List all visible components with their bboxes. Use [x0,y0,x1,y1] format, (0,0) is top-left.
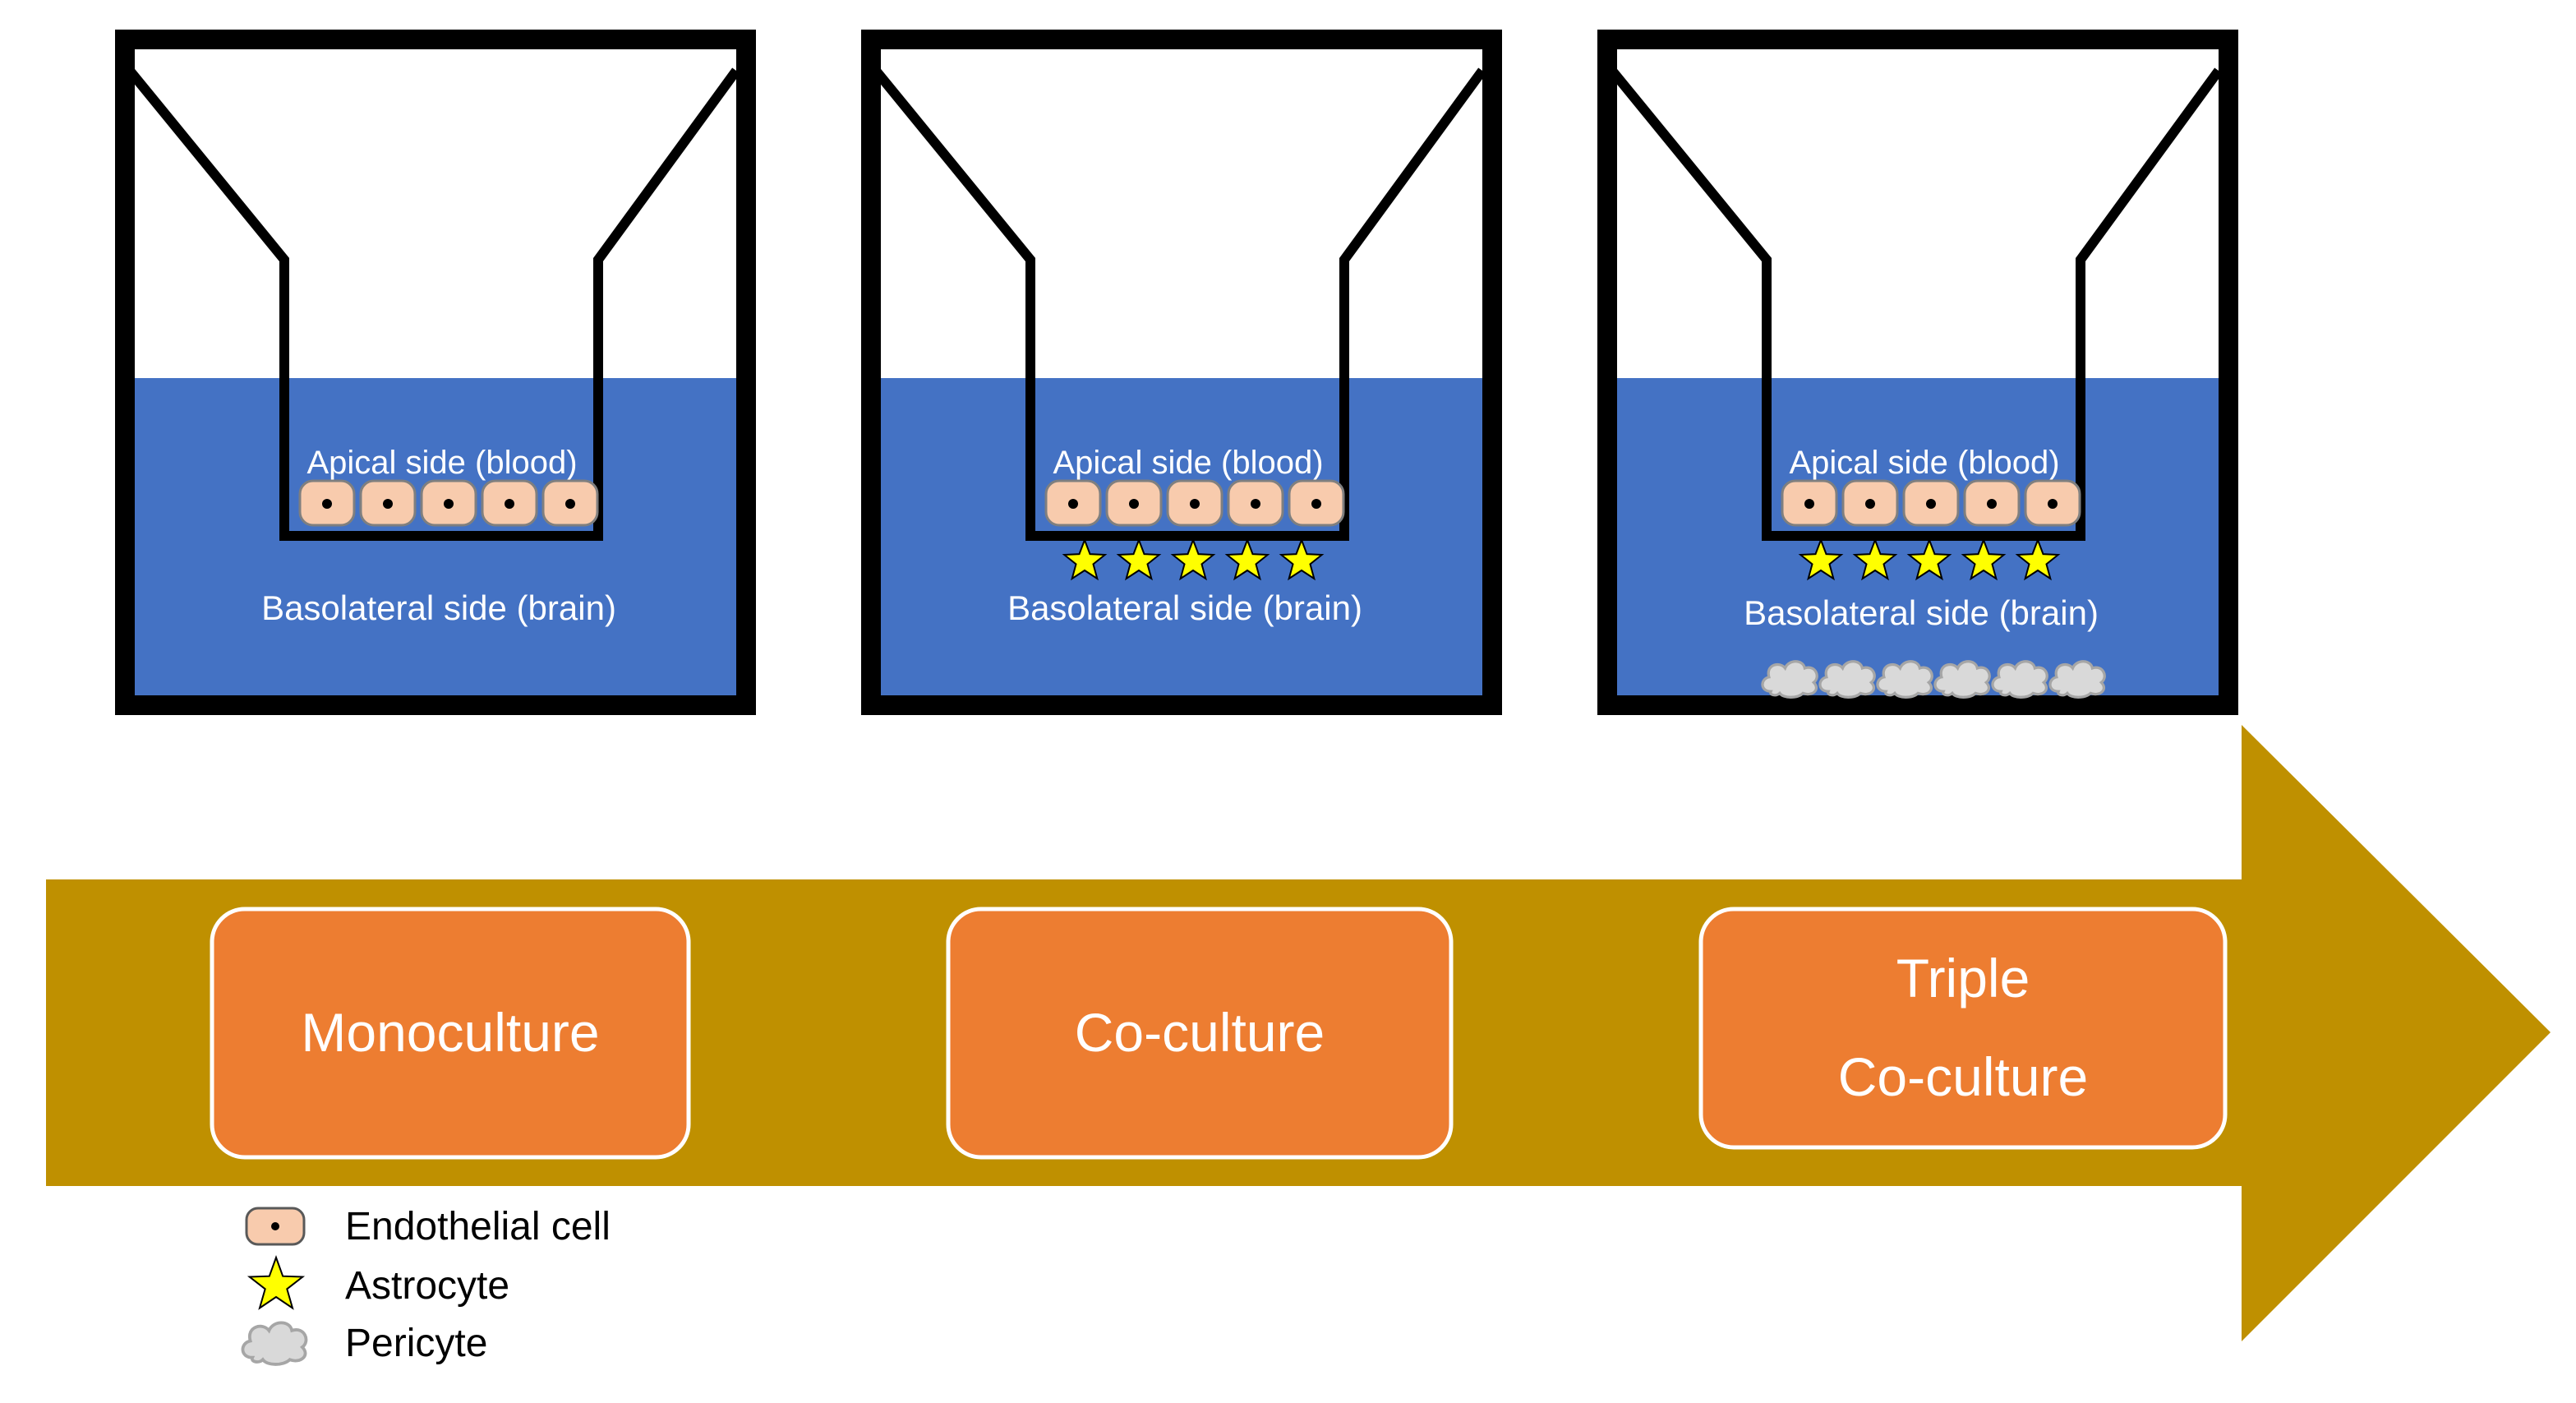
cell-nucleus [1129,499,1139,509]
stage-box [210,907,691,1160]
astrocyte-star [1062,538,1108,581]
cell-nucleus [322,499,332,509]
transwell-panel: Apical side (blood) Basolateral side (bra… [1597,30,2238,715]
cell-nucleus [1987,499,1997,509]
cell-nucleus [1311,499,1321,509]
basolateral-label: Basolateral side (brain) [1007,588,1362,627]
legend-label: Endothelial cell [345,1205,611,1248]
culture-medium [1617,378,2219,705]
stage-label: Monoculture [301,1002,599,1063]
pericyte-cloud-icon [241,1321,308,1366]
culture-medium [135,378,736,705]
cell-nucleus [1804,499,1814,509]
well-frame [861,30,1502,715]
cell-nucleus [565,499,575,509]
astrocyte-star [2015,538,2061,581]
well-frame [1597,30,2238,715]
apical-label: Apical side (blood) [306,445,577,481]
cell-nucleus [2048,499,2058,509]
cell-nucleus [383,499,393,509]
astrocyte-star [1279,538,1325,581]
astrocyte-star [1961,538,2007,581]
apical-label: Apical side (blood) [1053,445,1323,481]
cell-nucleus [271,1222,279,1230]
stage-label: Co-culture [1838,1046,2088,1107]
pericyte-cloud [1818,660,1876,699]
pericyte-cloud [1991,660,2048,699]
transwell-insert [872,67,1486,541]
legend-label: Astrocyte [345,1264,509,1308]
transwell-panel: Apical side (blood) Basolateral side (bra… [115,30,756,715]
legend-label: Pericyte [345,1322,487,1365]
stage-box [946,907,1454,1160]
pericyte-cloud [1933,660,1991,699]
astrocyte-star [1224,538,1270,581]
astrocyte-star-icon [247,1255,306,1310]
stage-label: Triple [1896,948,2030,1008]
pericyte-cloud [2048,660,2106,699]
cell-nucleus [1251,499,1260,509]
cell-nucleus [444,499,454,509]
stage-box [1698,907,2228,1150]
cell-nucleus [1068,499,1078,509]
astrocyte-star [1170,538,1216,581]
transwell-panel: Apical side (blood) Basolateral side (bra… [861,30,1502,715]
astrocyte-star [1798,538,1844,581]
basolateral-label: Basolateral side (brain) [1744,593,2099,632]
cell-nucleus [505,499,514,509]
pericyte-cloud [1876,660,1933,699]
astrocyte-star [1852,538,1898,581]
cell-nucleus [1926,499,1936,509]
culture-medium [881,378,1482,705]
stage-label: Co-culture [1075,1002,1325,1063]
transwell-insert [126,67,740,541]
well-frame [115,30,756,715]
cell-nucleus [1190,499,1200,509]
basolateral-label: Basolateral side (brain) [261,588,616,627]
astrocyte-star [1116,538,1162,581]
transwell-insert [1608,67,2223,541]
apical-label: Apical side (blood) [1789,445,2059,481]
pericyte-cloud [1761,660,1818,699]
cell-nucleus [1865,499,1875,509]
astrocyte-star [1906,538,1952,581]
